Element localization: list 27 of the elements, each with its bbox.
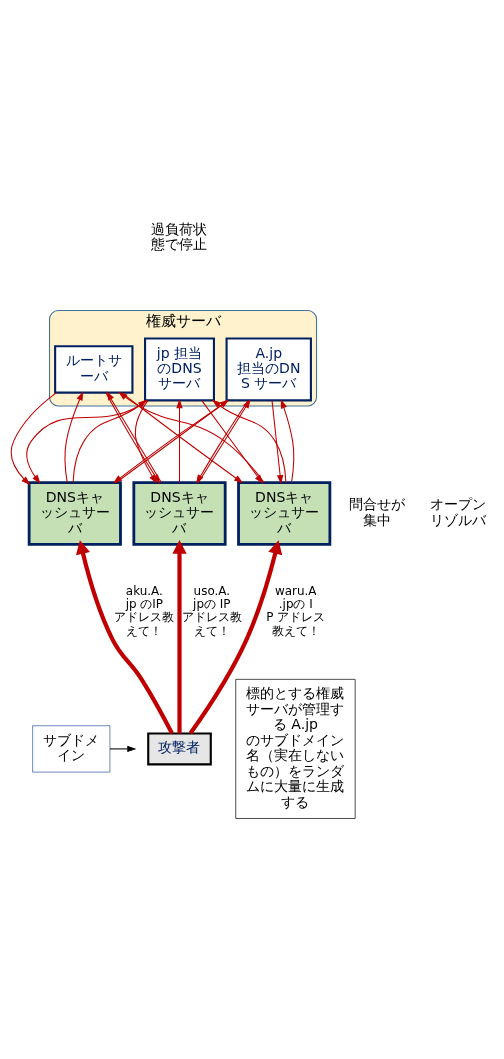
node-box: 攻撃者 bbox=[147, 732, 212, 766]
arrow bbox=[109, 745, 137, 753]
arrow bbox=[134, 400, 157, 484]
edge-label: aku.A.jp のIP アドレス教えて！ bbox=[114, 583, 175, 638]
arrow bbox=[201, 400, 263, 484]
arrow bbox=[271, 400, 284, 485]
label: 問合せが集中 bbox=[348, 496, 405, 528]
arrow bbox=[64, 391, 84, 483]
arrow bbox=[176, 399, 183, 484]
label: 過負荷状態で停止 bbox=[151, 220, 208, 253]
node-box: サブドメイン bbox=[32, 725, 111, 773]
node-box: ルートサーバ bbox=[54, 345, 134, 394]
edge-label: uso.A.jpの IP アドレス教えて！ bbox=[181, 583, 242, 638]
arrow bbox=[10, 392, 57, 486]
edge-label: waru.A.jpの IP アドレス教えて！ bbox=[266, 583, 326, 638]
arrow bbox=[76, 540, 174, 735]
arrow bbox=[188, 540, 283, 735]
node-box: DNSキャッシュサーバ bbox=[132, 481, 227, 546]
node-box: 標的とする権威サーバが管理する A.jp のサブドメイン名（実在しないもの）をランダムに大量に生成する bbox=[235, 679, 356, 819]
node-box: A.jp 担当のDNS サーバ bbox=[225, 337, 312, 402]
node-box: jp 担当のDNS サーバ bbox=[144, 337, 215, 402]
label: オープンリゾルバ bbox=[430, 496, 487, 528]
arrow bbox=[280, 399, 295, 483]
node-box: DNSキャッシュサーバ bbox=[27, 481, 122, 546]
arrow bbox=[211, 399, 287, 483]
node-box: DNSキャッシュサーバ bbox=[237, 481, 332, 546]
arrow bbox=[172, 540, 187, 734]
